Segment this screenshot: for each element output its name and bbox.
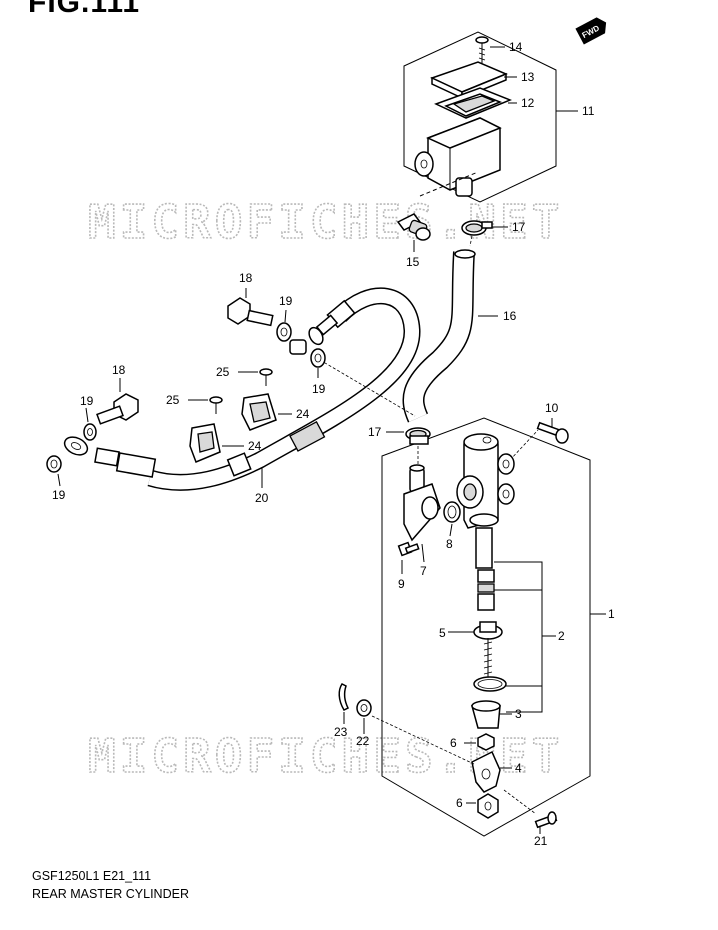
master-cylinder-body xyxy=(456,433,515,529)
callout-25-lower: 25 xyxy=(166,393,180,407)
callout-14: 14 xyxy=(509,40,523,54)
callout-1: 1 xyxy=(608,607,615,621)
reservoir-tank xyxy=(414,117,502,197)
reservoir-cap-screw xyxy=(475,36,505,63)
callout-15: 15 xyxy=(406,255,420,269)
callout-17-lower: 17 xyxy=(368,425,382,439)
callout-19-lower-a: 19 xyxy=(80,394,94,408)
union-bolt-upper xyxy=(227,288,274,327)
model-code: GSF1250L1 E21_111 xyxy=(32,869,152,883)
callout-21: 21 xyxy=(534,834,548,848)
callout-12: 12 xyxy=(521,96,535,110)
circlip xyxy=(473,676,507,692)
cotter-pin xyxy=(338,683,350,724)
push-rod xyxy=(448,621,503,690)
callout-6-upper: 6 xyxy=(450,736,457,750)
callout-11: 11 xyxy=(582,104,595,118)
callout-6-lower: 6 xyxy=(456,796,463,810)
callout-10: 10 xyxy=(545,401,559,415)
union-bolt-lower xyxy=(96,378,139,425)
callout-9: 9 xyxy=(398,577,405,591)
callout-2: 2 xyxy=(558,629,565,643)
sealing-washer-set xyxy=(46,309,326,487)
reservoir-mounting-bolt xyxy=(396,171,479,252)
callout-17-upper: 17 xyxy=(512,220,526,234)
hose-clamp-upper xyxy=(461,220,508,247)
brake-hose xyxy=(63,287,421,491)
callout-7: 7 xyxy=(420,564,427,578)
callout-3: 3 xyxy=(515,707,522,721)
callout-22: 22 xyxy=(356,734,370,748)
callout-24-right: 24 xyxy=(296,407,310,421)
callout-19-upper-b: 19 xyxy=(312,382,326,396)
callout-19-lower-b: 19 xyxy=(52,488,66,502)
connector-o-ring xyxy=(443,501,461,537)
callout-24-left: 24 xyxy=(248,439,262,453)
forward-direction-badge: FWD xyxy=(575,17,607,45)
callout-23: 23 xyxy=(334,725,348,739)
clevis-pin xyxy=(503,789,558,834)
lock-nut-upper xyxy=(464,733,495,751)
master-cylinder-assembly-box xyxy=(381,417,606,837)
reservoir-assembly-box xyxy=(403,31,578,203)
callout-16: 16 xyxy=(503,309,517,323)
section-title: REAR MASTER CYLINDER xyxy=(32,887,189,901)
callout-5: 5 xyxy=(439,626,446,640)
callout-25-upper: 25 xyxy=(216,365,230,379)
callout-18-upper: 18 xyxy=(239,271,253,285)
callout-19-upper-a: 19 xyxy=(279,294,293,308)
callout-13: 13 xyxy=(521,70,535,84)
hose-connector xyxy=(403,464,441,563)
washer xyxy=(356,699,475,765)
callout-8: 8 xyxy=(446,537,453,551)
clamp-screws xyxy=(188,368,273,414)
piston-kit xyxy=(475,527,556,713)
callout-18-lower: 18 xyxy=(112,363,126,377)
figure-title: FIG.111 xyxy=(28,0,141,19)
hose-clamp-lower xyxy=(386,427,431,466)
connector-screw xyxy=(397,541,420,574)
reservoir-diaphragm xyxy=(434,87,517,119)
callout-4: 4 xyxy=(515,761,522,775)
hose-guide-clamps xyxy=(189,393,292,463)
master-cylinder-bolt xyxy=(509,418,569,461)
dust-boot xyxy=(471,700,512,729)
lock-nut-lower xyxy=(466,793,499,819)
push-rod-clevis xyxy=(471,750,512,793)
callout-20: 20 xyxy=(255,491,269,505)
reservoir-hose xyxy=(402,249,498,423)
